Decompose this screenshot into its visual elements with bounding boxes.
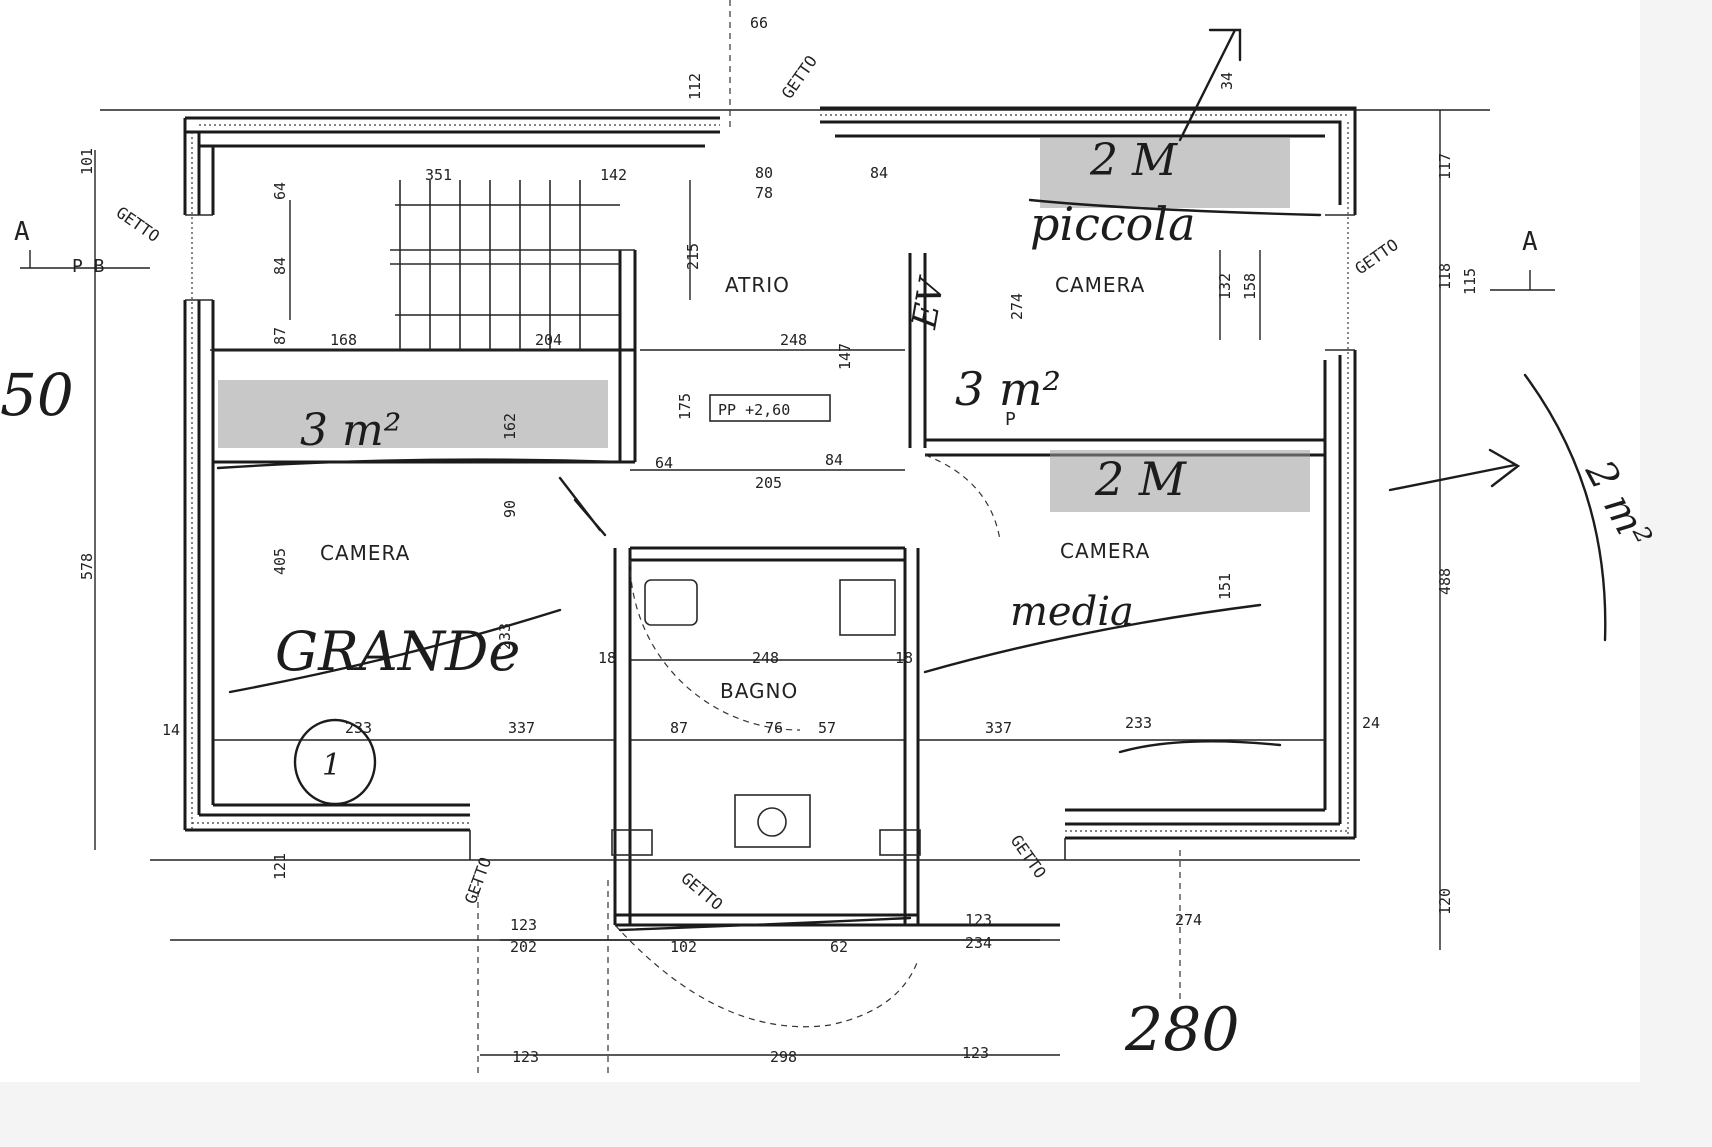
dim-274b: 274 [1175, 911, 1202, 929]
dimension-lines [20, 0, 1555, 1075]
dim-90: 90 [501, 500, 519, 518]
dim-158: 158 [1241, 273, 1259, 300]
dim-248: 248 [780, 331, 807, 349]
dim-215: 215 [684, 243, 702, 270]
dim-123: 123 [510, 916, 537, 934]
dim-351: 351 [425, 166, 452, 184]
dim-64: 64 [271, 182, 289, 200]
dim-147: 147 [836, 343, 854, 370]
dim-57: 57 [818, 719, 836, 737]
dim-204: 204 [535, 331, 562, 349]
dim-84c: 84 [825, 451, 843, 469]
dim-87b: 87 [670, 719, 688, 737]
dim-205: 205 [755, 474, 782, 492]
dim-102: 102 [670, 938, 697, 956]
section-marker-left: A [14, 217, 30, 247]
dim-233b: 233 [345, 719, 372, 737]
dim-78: 78 [755, 184, 773, 202]
note-two-m-top: 2 M [1089, 135, 1178, 186]
door-swings [614, 454, 1001, 1028]
dim-202: 202 [510, 938, 537, 956]
dim-64b: 64 [655, 454, 673, 472]
label-getto-2: GETTO [778, 52, 821, 102]
dim-87: 87 [271, 327, 289, 345]
dim-175: 175 [676, 393, 694, 420]
dim-117: 117 [1436, 153, 1454, 180]
dim-118: 118 [1436, 263, 1454, 290]
floor-plan-drawing: ATRIO CAMERA CAMERA CAMERA BAGNO piccola… [0, 0, 1660, 1075]
dim-274: 274 [1008, 293, 1026, 320]
room-label-atrio: ATRIO [725, 273, 790, 297]
floor-plan-sheet: ATRIO CAMERA CAMERA CAMERA BAGNO piccola… [0, 0, 1660, 1082]
dim-84b: 84 [870, 164, 888, 182]
section-markers: A A [14, 217, 1538, 257]
dim-84: 84 [271, 257, 289, 275]
dim-76: 76 [765, 719, 783, 737]
dim-14: 14 [162, 721, 180, 739]
label-p: P [1005, 409, 1016, 430]
dim-121: 121 [271, 853, 289, 880]
dimension-texts: 66 34 112 117 101 64 84 351 142 80 78 84… [78, 14, 1479, 1066]
label-getto-4: GETTO [461, 855, 495, 907]
handwritten-notes: piccola 2 M GRANDe media 2 M 3 m² 3 m² 2… [0, 28, 1660, 1065]
room-label-camera-left: CAMERA [320, 541, 410, 565]
dim-337: 337 [508, 719, 535, 737]
room-labels: ATRIO CAMERA CAMERA CAMERA BAGNO [320, 273, 1150, 703]
dim-488: 488 [1436, 568, 1454, 595]
label-pb: P B [72, 256, 105, 277]
label-getto-6: GETTO [1007, 831, 1050, 881]
label-getto-1: GETTO [113, 203, 163, 246]
dim-337b: 337 [985, 719, 1012, 737]
dim-405: 405 [271, 548, 289, 575]
label-getto-5: GETTO [677, 869, 726, 915]
note-grande: GRANDe [275, 620, 520, 683]
dim-132: 132 [1216, 273, 1234, 300]
note-two-m-mid: 2 M [1094, 452, 1188, 506]
dim-233c: 233 [1125, 714, 1152, 732]
dim-62: 62 [830, 938, 848, 956]
label-pp: PP +2,60 [718, 401, 790, 419]
dim-578: 578 [78, 553, 96, 580]
note-two-eighty: 280 [1124, 995, 1240, 1065]
dim-298: 298 [770, 1048, 797, 1066]
dim-234: 234 [965, 934, 992, 952]
label-getto-3: GETTO [1351, 235, 1401, 278]
dim-101: 101 [78, 148, 96, 175]
dim-123b: 123 [965, 911, 992, 929]
dim-80: 80 [755, 164, 773, 182]
outer-walls [183, 106, 1357, 927]
dim-233: 233 [496, 623, 514, 650]
dim-162: 162 [501, 413, 519, 440]
dim-115: 115 [1461, 268, 1479, 295]
room-label-bagno: BAGNO [720, 679, 798, 703]
section-marker-right: A [1522, 227, 1538, 257]
dim-120: 120 [1436, 888, 1454, 915]
dim-248b: 248 [752, 649, 779, 667]
dim-168: 168 [330, 331, 357, 349]
dim-66: 66 [750, 14, 768, 32]
note-three-m-mid: 3 m² [955, 362, 1061, 416]
dim-34: 34 [1218, 72, 1236, 90]
dim-123c: 123 [512, 1048, 539, 1066]
dim-18: 18 [598, 649, 616, 667]
inner-walls [213, 138, 1325, 856]
note-fifty: 50 [0, 361, 74, 429]
dim-151: 151 [1216, 573, 1234, 600]
room-label-camera-right: CAMERA [1060, 539, 1150, 563]
dim-142: 142 [600, 166, 627, 184]
note-circle-one: 1 [322, 748, 341, 783]
room-label-camera-top-right: CAMERA [1055, 273, 1145, 297]
dim-123d: 123 [962, 1044, 989, 1062]
dim-24: 24 [1362, 714, 1380, 732]
note-ev: EV [904, 273, 953, 333]
note-piccola: piccola [1030, 197, 1196, 251]
dim-18b: 18 [895, 649, 913, 667]
dim-112: 112 [686, 73, 704, 100]
note-three-m-left: 3 m² [300, 405, 401, 456]
